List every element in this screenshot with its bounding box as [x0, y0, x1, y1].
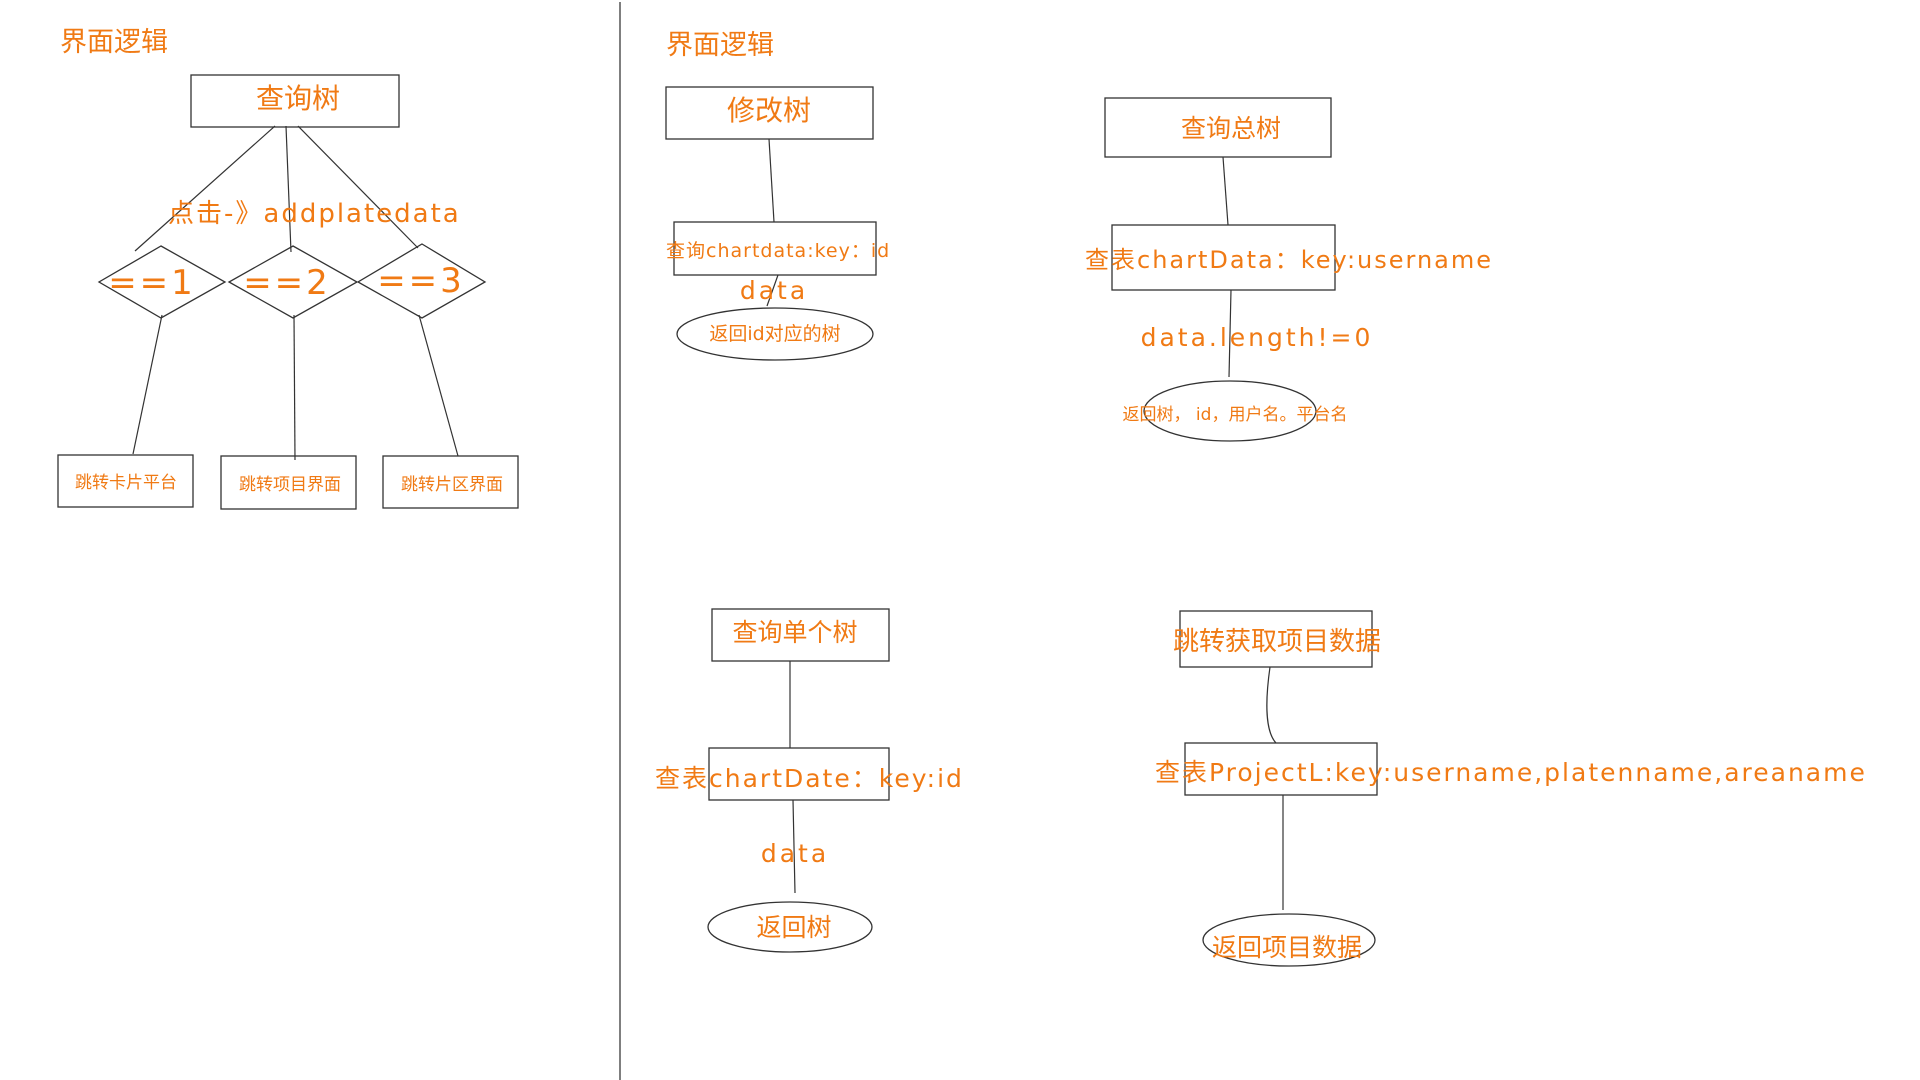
edge-single-data-label: data — [761, 839, 829, 868]
node-jump-project-page-label: 跳转项目界面 — [239, 475, 341, 495]
edge-total-data-label: data.length!=0 — [1141, 323, 1374, 352]
node-jump-card-platform[interactable] — [57, 454, 194, 508]
node-project-query-label: 查表ProjectL:key:username,platenname,arean… — [1155, 758, 1867, 787]
edge-total-query-to-result — [1228, 289, 1232, 378]
node-jump-card-platform-label: 跳转卡片平台 — [75, 473, 177, 493]
node-total-result-label: 返回树， id，用户名。平台名 — [1123, 405, 1348, 425]
node-single-result-label: 返回树 — [756, 913, 831, 942]
node-total-query-label: 查表chartData：key:username — [1085, 246, 1493, 274]
node-single-query-label: 查表chartDate：key:id — [655, 764, 964, 793]
diamond-condition-2[interactable] — [227, 245, 359, 319]
node-total-query[interactable] — [1111, 224, 1336, 291]
edge-click-label: 点击-》addplatedata — [168, 199, 461, 229]
node-modify-query-label: 查询chartdata:key：id — [666, 240, 890, 262]
edge-total-to-query — [1222, 156, 1229, 226]
node-modify-result[interactable] — [676, 307, 874, 361]
node-modify-result-label: 返回id对应的树 — [709, 323, 840, 345]
node-jump-area-page[interactable] — [382, 455, 519, 509]
edge-modify-data-label: data — [740, 276, 808, 305]
node-project-result[interactable] — [1202, 913, 1376, 967]
edge-modify-query-to-result — [766, 274, 779, 307]
node-modify-query[interactable] — [673, 221, 877, 276]
edge-project-to-query — [1266, 666, 1277, 744]
node-single-query[interactable] — [708, 747, 890, 801]
condition-3-label: ==3 — [377, 261, 465, 301]
node-jump-area-page-label: 跳转片区界面 — [401, 475, 503, 495]
edge-root-to-cond3 — [297, 125, 419, 249]
node-single-tree[interactable] — [711, 608, 890, 662]
node-query-tree[interactable] — [190, 74, 400, 128]
node-project-query[interactable] — [1184, 742, 1378, 796]
diamond-condition-3[interactable] — [356, 243, 487, 319]
node-project-result-label: 返回项目数据 — [1212, 933, 1362, 962]
edge-cond3-to-target3 — [418, 314, 459, 457]
node-project-data-label: 跳转获取项目数据 — [1173, 627, 1381, 657]
node-total-result[interactable] — [1143, 380, 1317, 442]
node-total-tree[interactable] — [1104, 97, 1332, 158]
node-modify-tree-label: 修改树 — [727, 94, 811, 127]
edge-single-query-to-result — [792, 799, 796, 894]
condition-2-label: ==2 — [243, 263, 331, 303]
node-jump-project-page[interactable] — [220, 455, 357, 510]
node-single-tree-label: 查询单个树 — [732, 618, 857, 647]
node-project-data[interactable] — [1179, 610, 1373, 668]
edge-root-to-cond2 — [285, 125, 292, 253]
edge-cond2-to-target2 — [293, 314, 296, 461]
right-section-title: 界面逻辑 — [666, 30, 774, 61]
condition-1-label: ==1 — [108, 263, 196, 303]
left-section-title: 界面逻辑 — [60, 27, 168, 58]
node-total-tree-label: 查询总树 — [1181, 114, 1281, 143]
diamond-condition-1[interactable] — [97, 245, 227, 319]
edge-modify-to-query — [768, 138, 775, 223]
edge-cond1-to-target1 — [132, 314, 163, 455]
node-single-result[interactable] — [707, 901, 873, 953]
edge-root-to-cond1 — [134, 125, 276, 252]
node-query-tree-label: 查询树 — [256, 82, 340, 115]
